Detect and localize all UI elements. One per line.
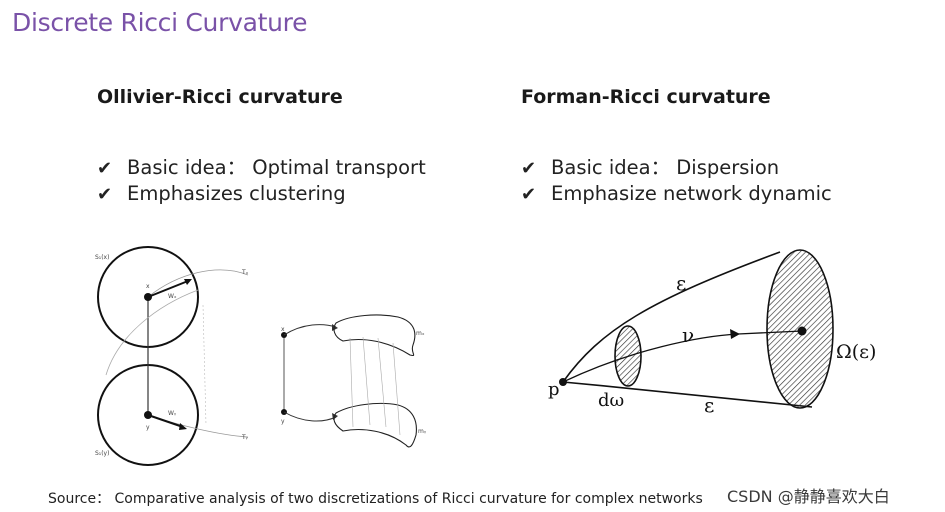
label-my: mᵧ [418, 428, 427, 435]
center-point [797, 326, 807, 336]
arrowhead-icon [332, 413, 338, 420]
checkmark-icon: ✔ [521, 158, 537, 179]
bullet-text: Basic idea： Optimal transport [127, 156, 426, 179]
arrow-to-my [283, 411, 337, 422]
label-d-omega: dω [598, 390, 624, 411]
ollivier-ricci-heading: Ollivier-Ricci curvature [97, 86, 343, 108]
point-p [559, 378, 567, 386]
arrowhead-icon [179, 423, 187, 430]
parallel-line [202, 304, 207, 426]
tangent-curve-x [147, 269, 249, 298]
ollivier-bullet-list: ✔ Basic idea： Optimal transport ✔ Emphasiz… [97, 155, 426, 207]
label-wx: Wₓ [168, 293, 177, 300]
label-p: p [548, 379, 560, 400]
label-s1y: S₁(y) [95, 450, 109, 457]
transport-curve [105, 289, 199, 376]
label-mx: mₓ [416, 330, 425, 337]
nu-vector [562, 333, 739, 383]
checkmark-icon: ✔ [97, 184, 113, 205]
bullet-item: ✔ Emphasize network dynamic [521, 181, 832, 207]
label-tx: Tₓ [241, 269, 249, 276]
vector-wy [147, 414, 184, 428]
bullet-text: Basic idea： Dispersion [551, 156, 780, 179]
ollivier-ricci-figure: S₁(x) S₁(y) x y Wₓ Wᵧ Tₓ Tᵧ x y mₓ mᵧ [95, 246, 427, 466]
point-x [144, 293, 152, 301]
label-ty: Tᵧ [241, 434, 249, 441]
bullet-text: Emphasizes clustering [127, 182, 346, 205]
csdn-watermark: CSDN @静静喜欢大白 [727, 487, 890, 506]
label-x-small: x [281, 326, 285, 333]
distribution-mx [333, 314, 416, 357]
label-y-small: y [281, 418, 285, 425]
transport-line [392, 342, 401, 436]
nu-vector-extension [737, 330, 803, 335]
source-citation: Source： Comparative analysis of two disc… [48, 491, 703, 507]
label-nu: ν [682, 323, 694, 347]
forman-bullet-list: ✔ Basic idea： Dispersion ✔ Emphasize netwo… [521, 155, 832, 207]
bullet-item: ✔ Basic idea： Dispersion [521, 155, 832, 181]
label-y: y [146, 424, 150, 431]
arrowhead-icon [730, 329, 740, 339]
point-y [144, 411, 152, 419]
distribution-my [333, 402, 417, 448]
label-x: x [146, 283, 150, 290]
transport-line [362, 336, 371, 426]
bullet-item: ✔ Basic idea： Optimal transport [97, 155, 426, 181]
label-epsilon-top: ε [676, 271, 686, 295]
label-s1x: S₁(x) [95, 254, 109, 261]
bullet-text: Emphasize network dynamic [551, 182, 832, 205]
slide-title: Discrete Ricci Curvature [12, 8, 308, 37]
bullet-item: ✔ Emphasizes clustering [97, 181, 426, 207]
label-epsilon-bottom: ε [704, 393, 714, 417]
arrow-to-mx [283, 324, 337, 336]
transport-line [349, 337, 354, 428]
vector-wx [147, 280, 189, 298]
checkmark-icon: ✔ [521, 184, 537, 205]
label-wy: Wᵧ [168, 410, 177, 417]
cone-lower-edge [562, 381, 813, 408]
checkmark-icon: ✔ [97, 158, 113, 179]
transport-line [377, 337, 387, 428]
label-omega-epsilon: Ω(ε) [836, 341, 876, 363]
cone-upper-edge [562, 251, 781, 383]
forman-ricci-figure: ε ν Ω(ε) p dω ε [548, 249, 876, 417]
forman-ricci-heading: Forman-Ricci curvature [521, 86, 771, 108]
arrowhead-icon [184, 279, 192, 285]
